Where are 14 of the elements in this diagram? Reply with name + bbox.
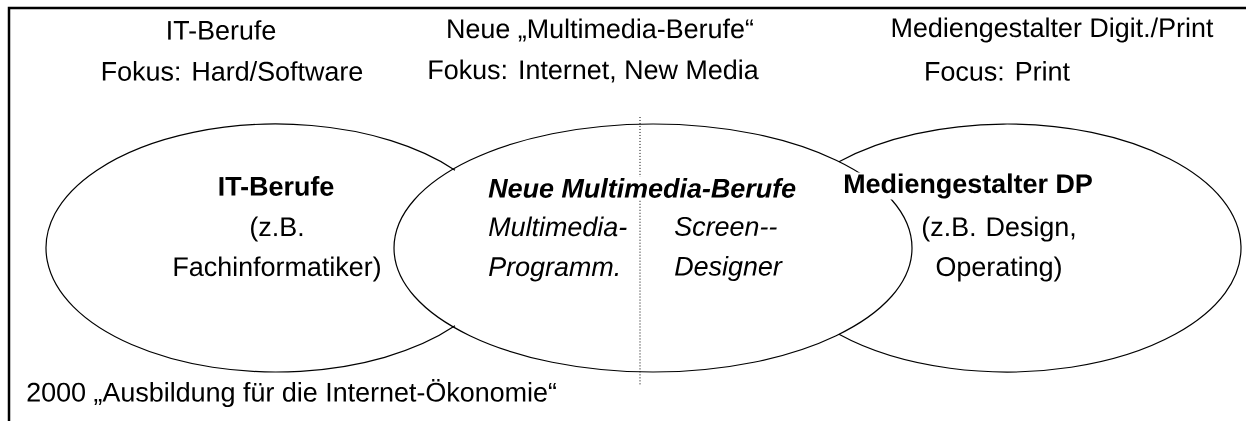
column-heading: IT-Berufe	[168, 20, 276, 40]
column-heading: Focus: Print	[926, 61, 1070, 81]
column-heading: Fokus: Hard/Software	[102, 61, 363, 81]
ellipse-heading: Neue Multimedia-Berufe	[487, 177, 798, 199]
column-heading: Mediengestalter Digit./Print	[892, 17, 1214, 43]
column-heading: Neue „Multimedia-Berufe“	[448, 18, 753, 42]
column-heading: Fokus: Internet, New Media	[429, 59, 759, 83]
source-note: 2000 „Ausbildung für die Internet-Ökonomie“	[27, 378, 556, 408]
ellipse-text: Multimedia- Programm.	[489, 216, 627, 282]
ellipse-text: Screen-- Designer	[674, 216, 783, 282]
ellipse-text: (z.B. Fachinformatiker)	[174, 216, 380, 282]
ellipse-heading: Mediengestalter DP	[842, 172, 1094, 200]
ellipse-heading: IT-Berufe	[216, 175, 336, 197]
ellipse-text: (z.B. Design, Operating)	[922, 216, 1075, 282]
